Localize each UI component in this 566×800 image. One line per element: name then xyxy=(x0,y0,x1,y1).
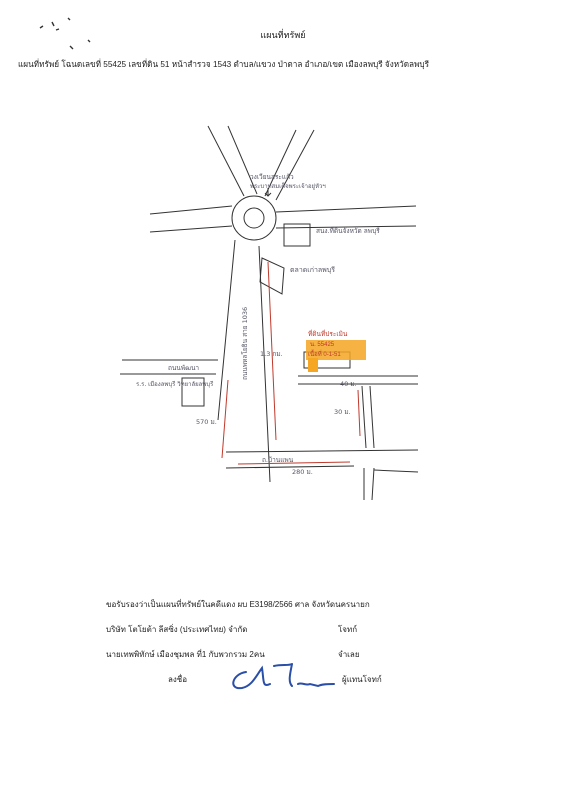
plaintiff-role: โจทก์ xyxy=(338,625,358,634)
defendant-name: นายเทพพิทักษ์ เมืองชุมพล ที่1 กับพวกรวม … xyxy=(106,650,265,659)
sign-role: ผู้แทนโจทก์ xyxy=(342,675,382,684)
defendant-role: จำเลย xyxy=(338,650,360,659)
label-dist-280: 280 ม. xyxy=(292,468,313,476)
label-dist-13: 1.3 กม. xyxy=(260,350,283,358)
label-road-left: ถนนพัฒนา xyxy=(168,364,199,372)
label-school: ร.ร. เมืองลพบุรี วิทยาลัยลพบุรี xyxy=(136,380,214,388)
label-office: สนง.ที่ดินจังหวัด ลพบุรี xyxy=(316,226,380,235)
certify-prefix: ขอรับรองว่าเป็นแผนที่ทรัพย์ในคดีแดง ผบ xyxy=(106,600,248,609)
certify-suffix: ศาล จังหวัดนครนายก xyxy=(294,600,370,609)
case-number: E3198/2566 xyxy=(249,600,293,609)
label-circle: วงเวียนสระแก้ว xyxy=(250,173,294,181)
label-property-deed: น. 55425 xyxy=(310,342,335,348)
deed-description: แผนที่ทรัพย์ โฉนดเลขที่ 55425 เลขที่ดิน … xyxy=(18,60,430,69)
plaintiff-name: บริษัท โตโยต้า ลีสซิ่ง (ประเทศไทย) จำกัด xyxy=(106,625,248,634)
label-property-area: เนื้อที่ 0-1-51 xyxy=(308,348,341,358)
label-market: ตลาดเก่าลพบุรี xyxy=(290,266,335,274)
page-title: แผนที่ทรัพย์ xyxy=(260,30,306,40)
sign-label: ลงชื่อ xyxy=(168,675,188,684)
label-road-vertical: ถนนพหลโยธิน สาย 1036 xyxy=(241,307,249,380)
label-dist-570: 570 ม. xyxy=(196,418,217,426)
label-property: ที่ดินที่ประเมิน xyxy=(308,329,348,338)
certify-line: ขอรับรองว่าเป็นแผนที่ทรัพย์ในคดีแดง ผบ E… xyxy=(106,598,370,611)
label-road-bottom: ถ.บ้านแพน xyxy=(262,456,294,464)
label-roundabout-sub: พระบาทสมเด็จพระเจ้าอยู่หัวฯ xyxy=(250,181,326,190)
label-dist-40: 40 ม. xyxy=(340,380,357,388)
signature xyxy=(232,663,335,690)
label-dist-30: 30 ม. xyxy=(334,408,351,416)
